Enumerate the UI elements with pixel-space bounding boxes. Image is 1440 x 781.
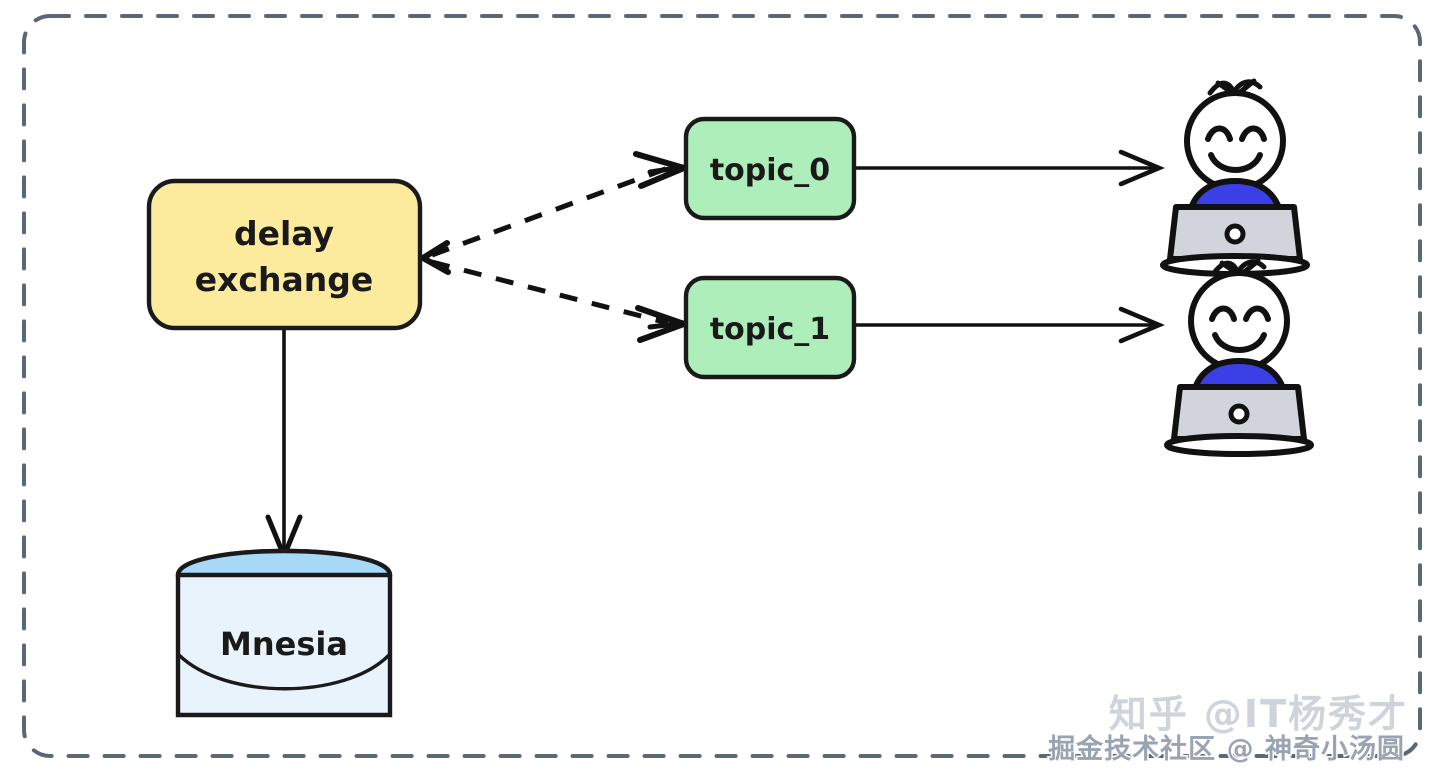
node-delay-exchange[interactable]: delay exchange bbox=[146, 178, 423, 331]
topic-0-box[interactable] bbox=[683, 116, 857, 221]
dashed-container-border bbox=[22, 14, 1422, 758]
right-eye-icon bbox=[1243, 305, 1271, 322]
watermark-juejin: 掘金技术社区 @ 神奇小汤圆 bbox=[1048, 733, 1405, 765]
edge-arrowhead-into-exchange bbox=[417, 240, 451, 275]
left-eye-icon bbox=[1205, 125, 1233, 142]
delay-exchange-label-line2: exchange bbox=[195, 260, 374, 299]
left-eye-icon bbox=[1209, 305, 1237, 322]
edge-exchange-to-topic1 bbox=[431, 259, 693, 343]
edge-exchange-to-mnesia bbox=[265, 325, 303, 563]
laptop-base bbox=[1164, 433, 1314, 457]
actor-consumer-0[interactable] bbox=[1160, 78, 1310, 277]
edge-topic0-to-consumer0 bbox=[853, 149, 1165, 187]
topic-0-label: topic_0 bbox=[710, 153, 830, 188]
topic-1-box[interactable] bbox=[683, 275, 857, 380]
hair-icon bbox=[1211, 258, 1267, 280]
head-icon bbox=[1184, 90, 1286, 192]
node-topic-0[interactable]: topic_0 bbox=[683, 116, 857, 221]
smile-icon bbox=[1212, 332, 1267, 353]
laptop-logo-icon bbox=[1224, 223, 1246, 245]
mnesia-top-cap bbox=[175, 548, 393, 578]
smile-icon bbox=[1208, 152, 1263, 173]
head-icon bbox=[1188, 270, 1290, 372]
laptop-logo-icon bbox=[1228, 403, 1250, 425]
edge-topic1-to-consumer1 bbox=[853, 306, 1165, 344]
delay-exchange-box[interactable] bbox=[146, 178, 423, 331]
node-mnesia[interactable]: Mnesia bbox=[175, 548, 393, 718]
watermark-zhihu: 知乎 @IT杨秀才 bbox=[1109, 692, 1408, 736]
topic-1-label: topic_1 bbox=[710, 312, 830, 347]
mnesia-label: Mnesia bbox=[220, 625, 348, 663]
hair-icon bbox=[1207, 78, 1263, 100]
delay-exchange-label-line1: delay bbox=[234, 214, 334, 253]
mnesia-inner-curve bbox=[177, 653, 391, 691]
actor-consumer-1[interactable] bbox=[1164, 258, 1314, 457]
right-eye-icon bbox=[1239, 125, 1267, 142]
node-topic-1[interactable]: topic_1 bbox=[683, 275, 857, 380]
edge-exchange-to-topic0 bbox=[431, 151, 693, 258]
